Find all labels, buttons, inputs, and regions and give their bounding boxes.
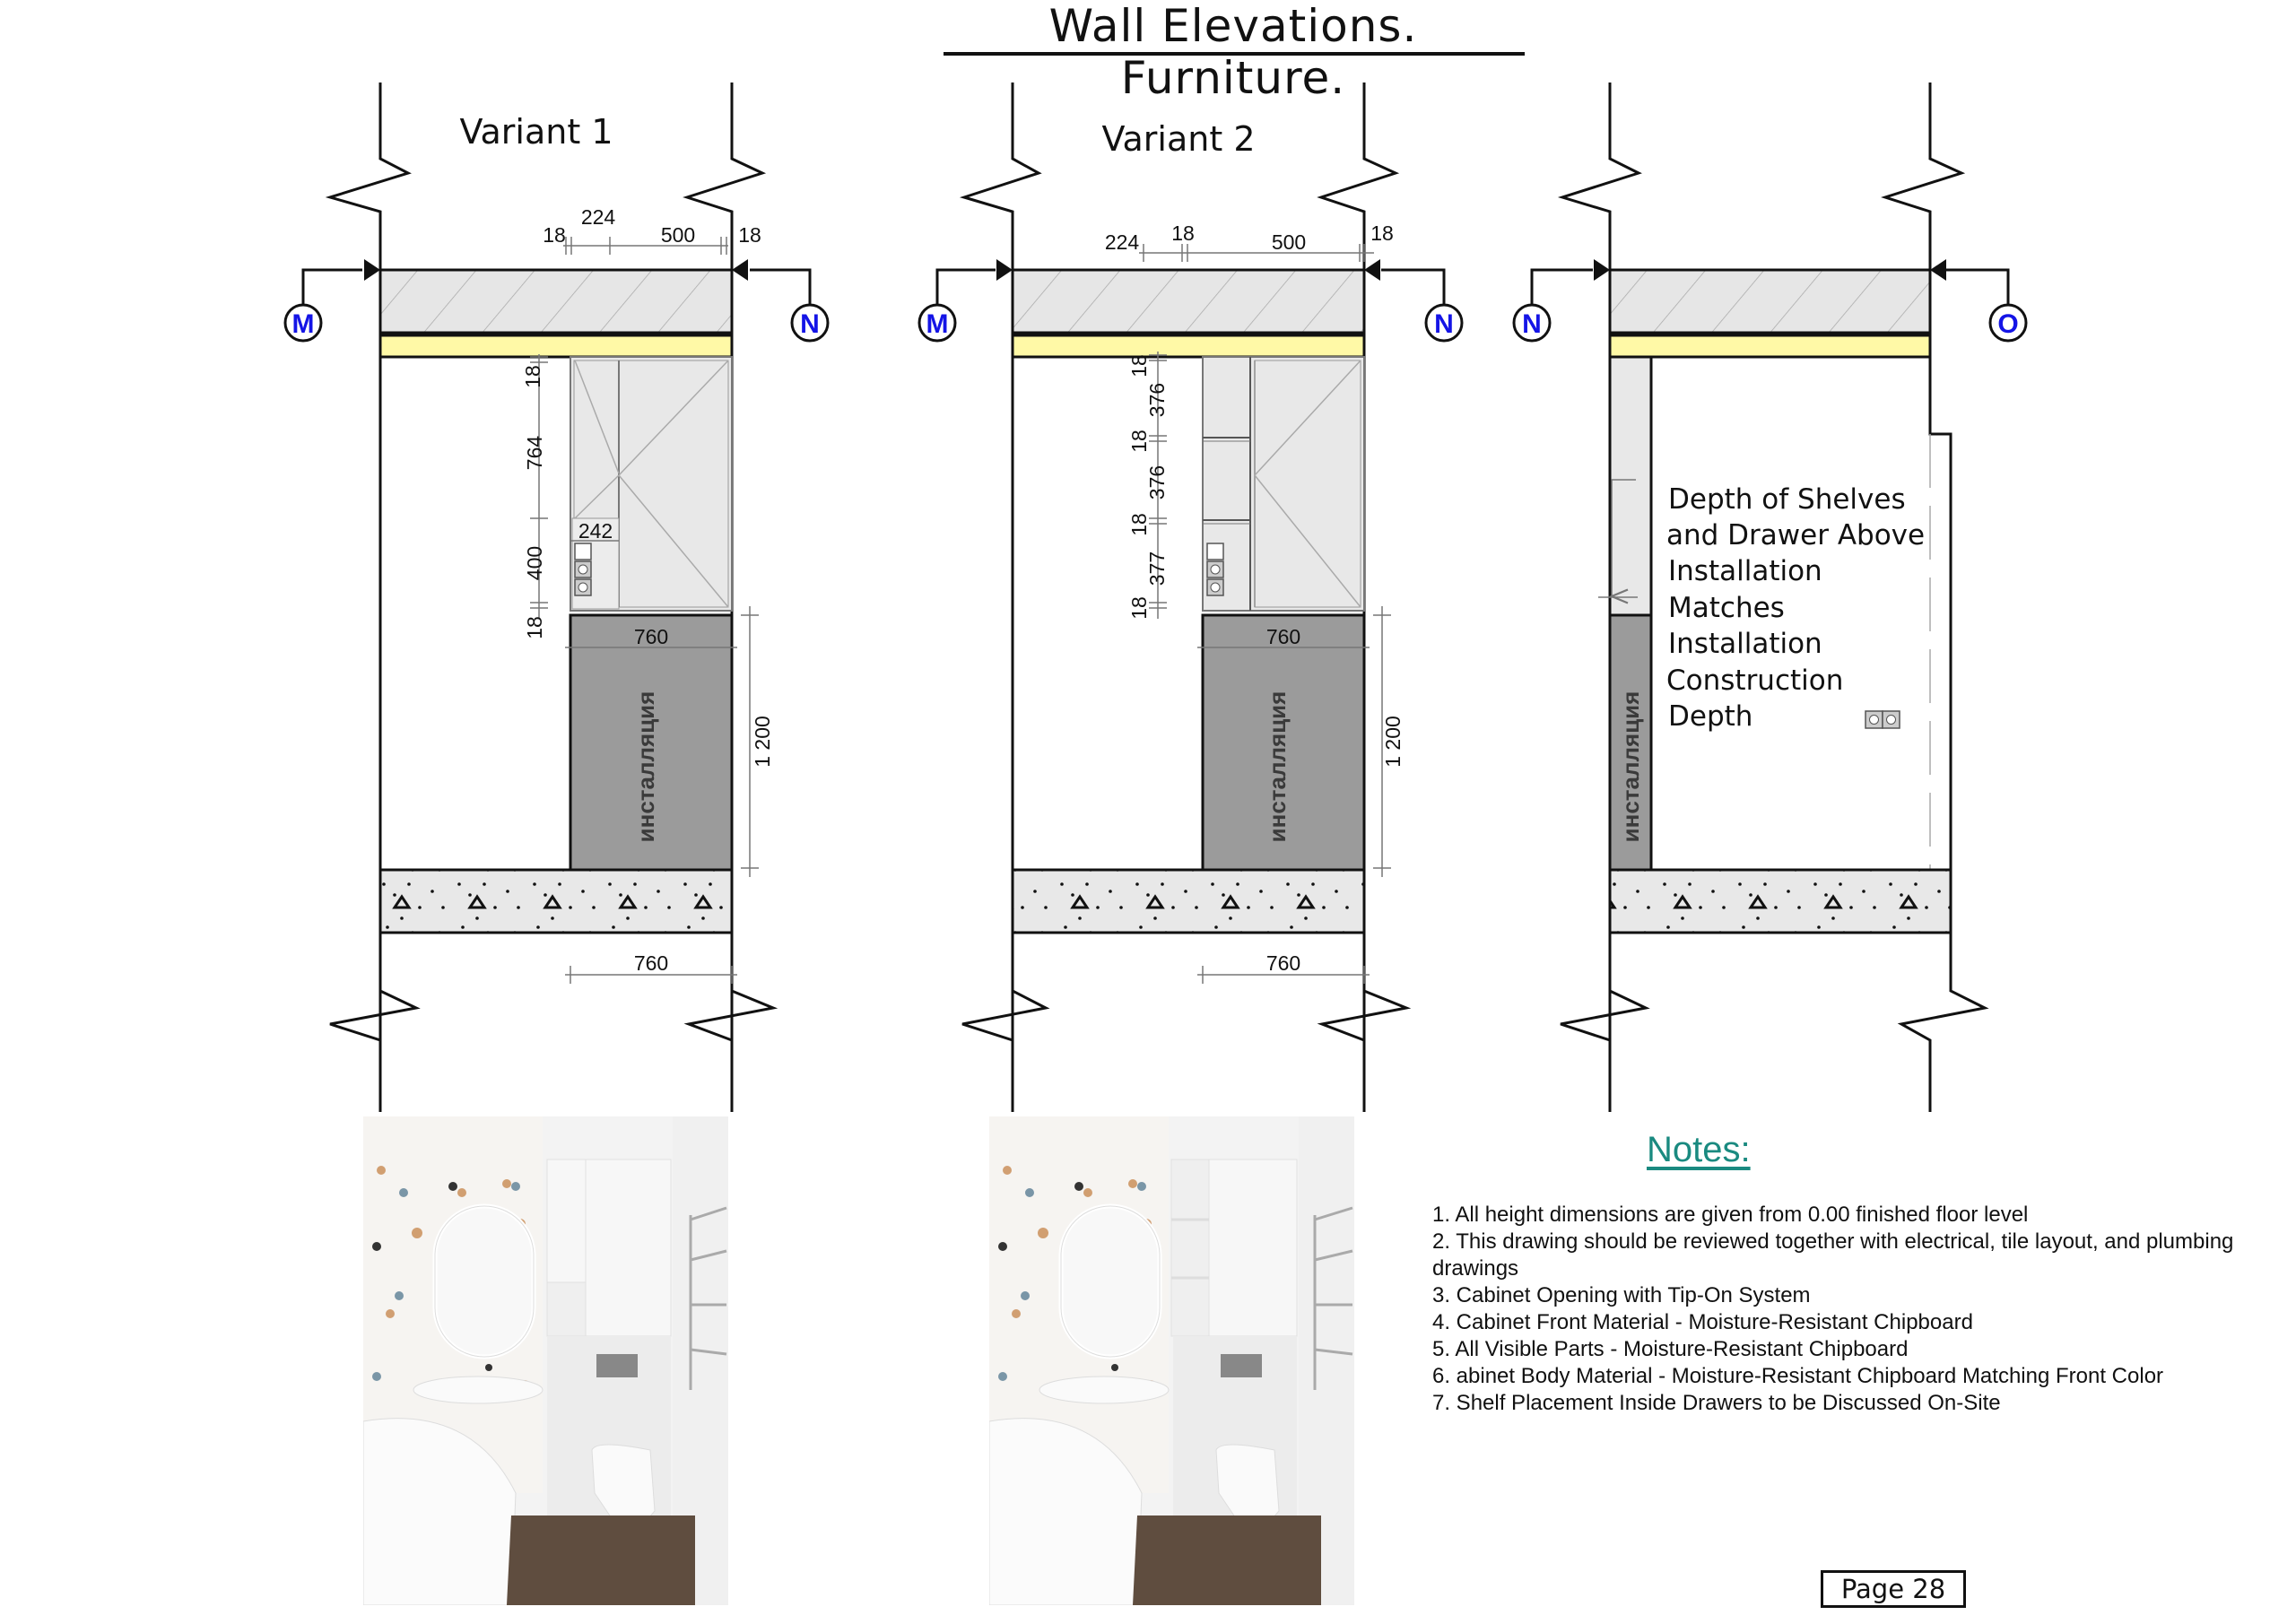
dim-bottom: 760 xyxy=(634,951,668,975)
dim-installation-height: 1 200 xyxy=(1381,716,1405,768)
note-item: 2. This drawing should be reviewed toget… xyxy=(1432,1229,2234,1281)
bathroom-render-illustration xyxy=(363,1116,728,1605)
dim-vert-3: 18 xyxy=(1127,430,1151,453)
note-item: 3. Cabinet Opening with Tip-On System xyxy=(1432,1283,1811,1307)
section-arrow-left xyxy=(364,259,380,281)
elevation-variant-1: M N 18 224 500 18 Variant 1 242 xyxy=(283,83,830,1112)
dim-vert-2: 376 xyxy=(1145,383,1169,417)
annotation-line-1: Depth of Shelves xyxy=(1668,483,1906,516)
installation-label: инсталляция xyxy=(632,691,659,843)
elevation-side-n-o: N O инсталляция Depth of Shelves and Dra… xyxy=(1512,83,2028,1112)
dim-installation-width: 760 xyxy=(1266,625,1300,648)
dim-bottom: 760 xyxy=(1266,951,1300,975)
upper-cabinet xyxy=(1202,356,1365,612)
dim-top-2: 224 xyxy=(581,205,616,229)
note-item: 1. All height dimensions are given from … xyxy=(1432,1203,2029,1227)
notes-list: 1. All height dimensions are given from … xyxy=(1432,1202,2266,1417)
title-underline xyxy=(944,52,1525,56)
side-cabinet xyxy=(1608,355,1653,617)
section-arrow-left xyxy=(996,259,1013,281)
note-item: 7. Shelf Placement Inside Drawers to be … xyxy=(1432,1391,2001,1415)
section-marker-m xyxy=(918,303,957,343)
ceiling-insulation xyxy=(1011,334,1366,359)
note-item: 4. Cabinet Front Material - Moisture-Res… xyxy=(1432,1310,1973,1334)
ceiling-insulation xyxy=(1608,334,1932,359)
bathroom-render-illustration xyxy=(989,1116,1354,1605)
page-number: Page 28 xyxy=(1821,1570,1966,1608)
floor-slab xyxy=(1608,868,1952,934)
render-variant-2 xyxy=(989,1116,1354,1605)
elevation-variant-2: M N 224 18 500 18 Variant 2 xyxy=(918,83,1464,1112)
socket-block-icon xyxy=(1206,543,1224,596)
section-marker-o xyxy=(1988,303,2028,343)
annotation-line-2: and Drawer Above xyxy=(1666,519,1925,551)
dim-vert-3: 400 xyxy=(523,546,546,580)
section-marker-m xyxy=(283,303,323,343)
variant-label: Variant 2 xyxy=(1101,119,1255,159)
marker-label-right: N xyxy=(800,309,820,339)
floor-slab xyxy=(378,868,734,934)
dim-vert-5: 18 xyxy=(1127,513,1151,536)
installation-box xyxy=(1201,613,1366,872)
note-item: 6. abinet Body Material - Moisture-Resis… xyxy=(1432,1364,2164,1388)
marker-label-left: M xyxy=(926,309,949,339)
annotation-line-4: Matches xyxy=(1668,592,1785,624)
dim-top-2: 18 xyxy=(1171,221,1195,245)
dim-vert-6: 377 xyxy=(1145,551,1169,586)
marker-label-right: O xyxy=(1997,309,2018,339)
double-socket-icon xyxy=(1865,710,1900,729)
section-arrow-right xyxy=(1364,259,1380,281)
dim-vert-1: 18 xyxy=(521,365,544,388)
left-wall-bottom-break xyxy=(329,982,421,1112)
ceiling-slab xyxy=(378,268,734,334)
dim-top-4: 18 xyxy=(1370,221,1394,245)
dim-top-4: 18 xyxy=(738,223,761,247)
section-marker-n xyxy=(1512,303,1552,343)
dim-top-1: 18 xyxy=(543,223,566,247)
annotation-line-3: Installation xyxy=(1668,555,1822,587)
render-variant-1 xyxy=(363,1116,728,1605)
ceiling-slab xyxy=(1608,268,1932,334)
left-wall-top xyxy=(325,83,412,1112)
note-item: 5. All Visible Parts - Moisture-Resistan… xyxy=(1432,1337,1909,1361)
installation-box xyxy=(569,613,734,872)
variant-label: Variant 1 xyxy=(459,112,613,152)
dim-vert-1: 18 xyxy=(1127,354,1151,378)
dim-installation-width: 760 xyxy=(634,625,668,648)
dim-top-1: 224 xyxy=(1105,230,1140,254)
dim-top-3: 500 xyxy=(661,223,695,247)
dim-vert-7: 18 xyxy=(1127,596,1151,620)
dim-installation-height: 1 200 xyxy=(751,716,774,768)
annotation-line-5: Installation xyxy=(1668,628,1822,660)
ceiling-slab xyxy=(1011,268,1366,334)
marker-label-right: N xyxy=(1434,309,1454,339)
dim-vert-4: 376 xyxy=(1145,465,1169,499)
floor-slab xyxy=(1011,868,1366,934)
marker-label-left: M xyxy=(292,309,315,339)
right-wall-bottom-break xyxy=(683,982,778,1112)
dim-top-3: 500 xyxy=(1272,230,1306,254)
installation-label: инсталляция xyxy=(1264,691,1291,843)
dim-vert-4: 18 xyxy=(523,616,546,639)
section-arrow-left xyxy=(1594,259,1610,281)
socket-block-icon xyxy=(574,543,592,596)
annotation-line-7: Depth xyxy=(1668,700,1752,733)
installation-label: инсталляция xyxy=(1617,691,1644,843)
section-marker-n xyxy=(790,303,830,343)
section-arrow-right xyxy=(732,259,748,281)
notes-title: Notes: xyxy=(1647,1130,1751,1169)
drawing-title: Wall Elevations. Furniture. xyxy=(1048,0,1418,104)
dim-vert-2: 764 xyxy=(523,436,546,471)
section-arrow-right xyxy=(1930,259,1946,281)
dim-niche-width: 242 xyxy=(578,519,613,543)
marker-label-left: N xyxy=(1522,309,1542,339)
section-marker-n xyxy=(1424,303,1464,343)
ceiling-insulation xyxy=(378,334,734,359)
annotation-line-6: Construction xyxy=(1666,664,1843,697)
